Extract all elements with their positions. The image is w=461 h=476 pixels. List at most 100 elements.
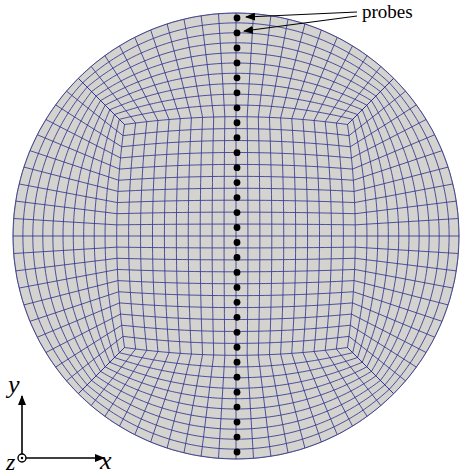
- probe-dot: [234, 329, 241, 336]
- probe-dot: [234, 314, 241, 321]
- mesh-line: [371, 101, 409, 372]
- mesh-line: [53, 96, 96, 376]
- probe-dot: [234, 194, 241, 201]
- mesh-grid: [13, 13, 459, 459]
- mesh-line: [14, 247, 117, 253]
- probe-dot: [234, 419, 241, 426]
- mesh-line: [258, 16, 271, 117]
- mesh-line: [151, 30, 181, 119]
- mesh-line: [87, 385, 385, 439]
- mesh-line: [92, 380, 381, 429]
- mesh-line: [348, 348, 394, 394]
- probe-dot: [234, 209, 241, 216]
- mesh-line: [358, 114, 378, 357]
- mesh-line: [119, 351, 157, 426]
- probe-dot: [234, 284, 241, 291]
- mesh-line: [325, 350, 367, 416]
- mesh-line: [247, 355, 253, 458]
- mesh-line: [16, 258, 117, 271]
- probe-dot: [234, 449, 241, 456]
- mesh-line: [355, 258, 456, 271]
- mesh-line: [355, 219, 458, 225]
- mesh-line: [83, 389, 390, 449]
- mesh-line: [247, 14, 253, 117]
- mesh-line: [325, 122, 331, 351]
- mesh-line: [325, 56, 367, 122]
- mesh-line: [73, 105, 105, 367]
- probe-dot: [234, 239, 241, 246]
- mesh-line: [394, 78, 459, 393]
- mesh-line: [56, 325, 122, 367]
- mesh-line: [63, 101, 101, 372]
- mesh-line: [83, 23, 390, 83]
- probe-dot: [234, 60, 241, 67]
- mesh-line: [348, 78, 394, 124]
- probe-dot: [234, 434, 241, 441]
- mesh-line: [119, 46, 157, 121]
- probe-dot: [234, 45, 241, 52]
- probe-dot: [234, 224, 241, 231]
- probe-dot: [234, 269, 241, 276]
- mesh-line: [87, 33, 385, 87]
- probe-dot: [234, 179, 241, 186]
- probe-dot: [234, 15, 241, 22]
- axis-label: x: [100, 448, 112, 474]
- probe-dot: [234, 30, 241, 37]
- mesh-line: [43, 92, 92, 381]
- mesh-line: [353, 292, 442, 322]
- mesh-line: [336, 123, 343, 349]
- mesh-line: [23, 83, 83, 390]
- mesh-line: [92, 43, 381, 92]
- mesh-line: [355, 269, 453, 288]
- probe-dot: [234, 254, 241, 261]
- mesh-line: [105, 73, 367, 105]
- probe-dot: [234, 389, 241, 396]
- probe-dots: [234, 15, 241, 456]
- probe-dot: [234, 134, 241, 141]
- mesh-line: [201, 355, 214, 456]
- mesh-line: [219, 14, 225, 117]
- mesh-line: [56, 105, 122, 147]
- mesh-line: [122, 141, 351, 147]
- mesh-line: [19, 184, 117, 203]
- mesh-line: [292, 353, 322, 442]
- axis-arrow: [26, 457, 104, 459]
- mesh-line: [105, 119, 119, 352]
- mesh-line: [355, 184, 453, 203]
- mesh-line: [353, 119, 367, 352]
- mesh-line: [355, 236, 459, 237]
- axis-origin: [18, 454, 26, 462]
- mesh-line: [13, 236, 117, 237]
- mesh-line: [269, 355, 288, 453]
- mesh-line: [94, 114, 114, 357]
- mesh-line: [33, 87, 87, 385]
- axis-arrow: [21, 396, 23, 454]
- leader-line: [244, 16, 357, 31]
- mesh-line: [355, 247, 458, 253]
- mesh-line: [78, 78, 124, 124]
- mesh-line: [184, 19, 203, 117]
- mesh-line: [19, 269, 117, 288]
- mesh-line: [78, 348, 124, 394]
- mesh-line: [355, 201, 456, 214]
- mesh-line: [292, 30, 322, 119]
- probe-dot: [234, 299, 241, 306]
- mesh-line: [348, 125, 356, 348]
- mesh-line: [78, 78, 124, 124]
- mesh-line: [119, 353, 352, 367]
- mesh-line: [30, 151, 119, 181]
- mesh-line: [105, 56, 147, 122]
- mesh-line: [353, 151, 442, 181]
- leader-line: [246, 12, 357, 17]
- mesh-line: [350, 325, 416, 367]
- probe-dot: [234, 164, 241, 171]
- mesh-disc: [13, 13, 459, 459]
- mesh-line: [119, 105, 352, 119]
- mesh-line: [101, 63, 372, 101]
- mesh-line: [350, 105, 416, 147]
- mesh-line: [258, 355, 271, 456]
- probe-dot: [234, 119, 241, 126]
- probe-dot: [234, 359, 241, 366]
- mesh-line: [389, 83, 449, 390]
